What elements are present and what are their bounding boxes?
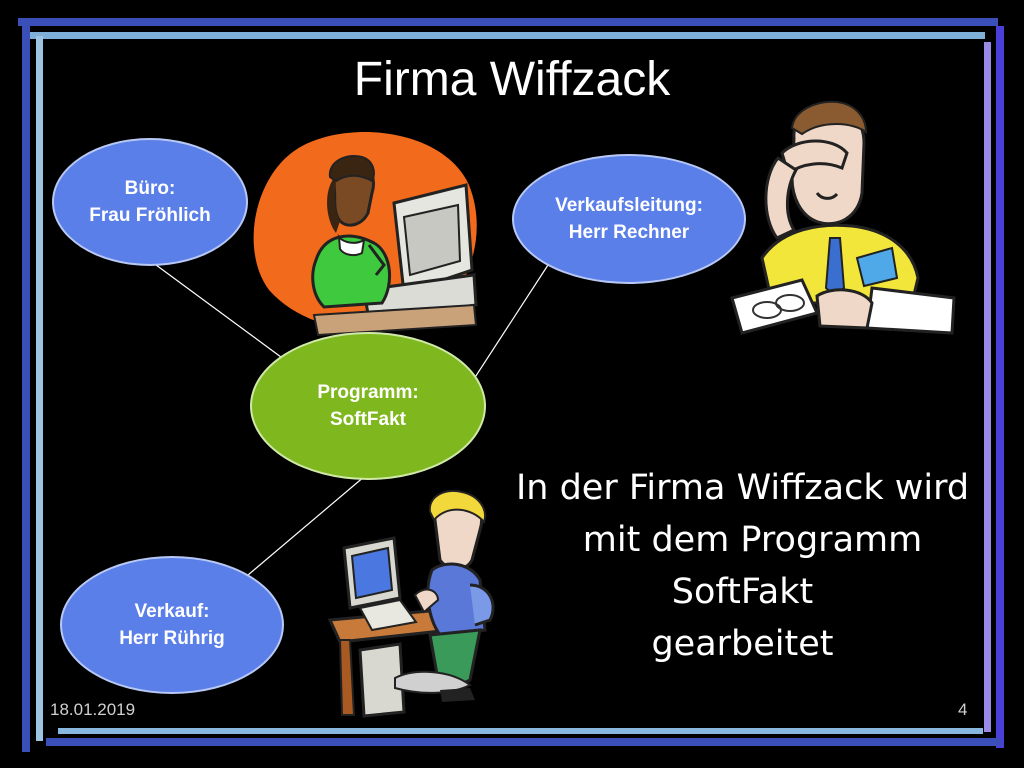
node-verkaufsleitung: Verkaufsleitung: Herr Rechner	[512, 154, 746, 284]
footer-date: 18.01.2019	[50, 700, 136, 719]
slide-title: Firma Wiffzack	[353, 53, 671, 106]
frame-bar-right-inner	[984, 42, 991, 732]
body-line-1: In der Firma Wiffzack wird	[515, 468, 970, 508]
frame-bar-top	[18, 18, 998, 26]
man-at-computer-clipart	[327, 490, 495, 718]
node-verkaufsleitung-person: Herr Rechner	[568, 222, 690, 243]
connector-verkaufsleitung-programm	[469, 264, 549, 386]
node-buero-role: Büro:	[124, 178, 176, 199]
node-buero-person: Frau Fröhlich	[89, 205, 211, 226]
body-text: In der Firma Wiffzack wird mit dem Progr…	[500, 462, 985, 670]
footer-page-number: 4	[958, 700, 968, 719]
node-verkauf-person: Herr Rührig	[119, 628, 225, 649]
stressed-man-clipart	[730, 100, 956, 335]
woman-at-computer-clipart	[253, 132, 478, 337]
frame-bar-bottom-inner	[58, 728, 983, 734]
node-buero: Büro: Frau Fröhlich	[52, 138, 248, 266]
body-line-2: mit dem Programm	[582, 520, 923, 560]
node-verkauf: Verkauf: Herr Rührig	[60, 556, 284, 694]
node-programm: Programm: SoftFakt	[250, 332, 486, 480]
frame-bar-top-inner	[30, 32, 985, 39]
frame-bar-left-inner	[36, 36, 43, 741]
body-line-3: SoftFakt	[671, 572, 814, 612]
node-verkauf-role: Verkauf:	[134, 601, 210, 622]
frame-bar-left	[22, 22, 30, 752]
node-programm-name: SoftFakt	[330, 409, 406, 430]
connector-buero-programm	[151, 261, 286, 361]
connector-verkauf-programm	[247, 475, 366, 576]
body-line-4: gearbeitet	[651, 624, 834, 664]
frame-bar-bottom	[46, 738, 1001, 746]
frame-bar-right	[996, 26, 1004, 748]
node-programm-label: Programm:	[317, 382, 419, 403]
node-verkaufsleitung-role: Verkaufsleitung:	[555, 195, 703, 216]
